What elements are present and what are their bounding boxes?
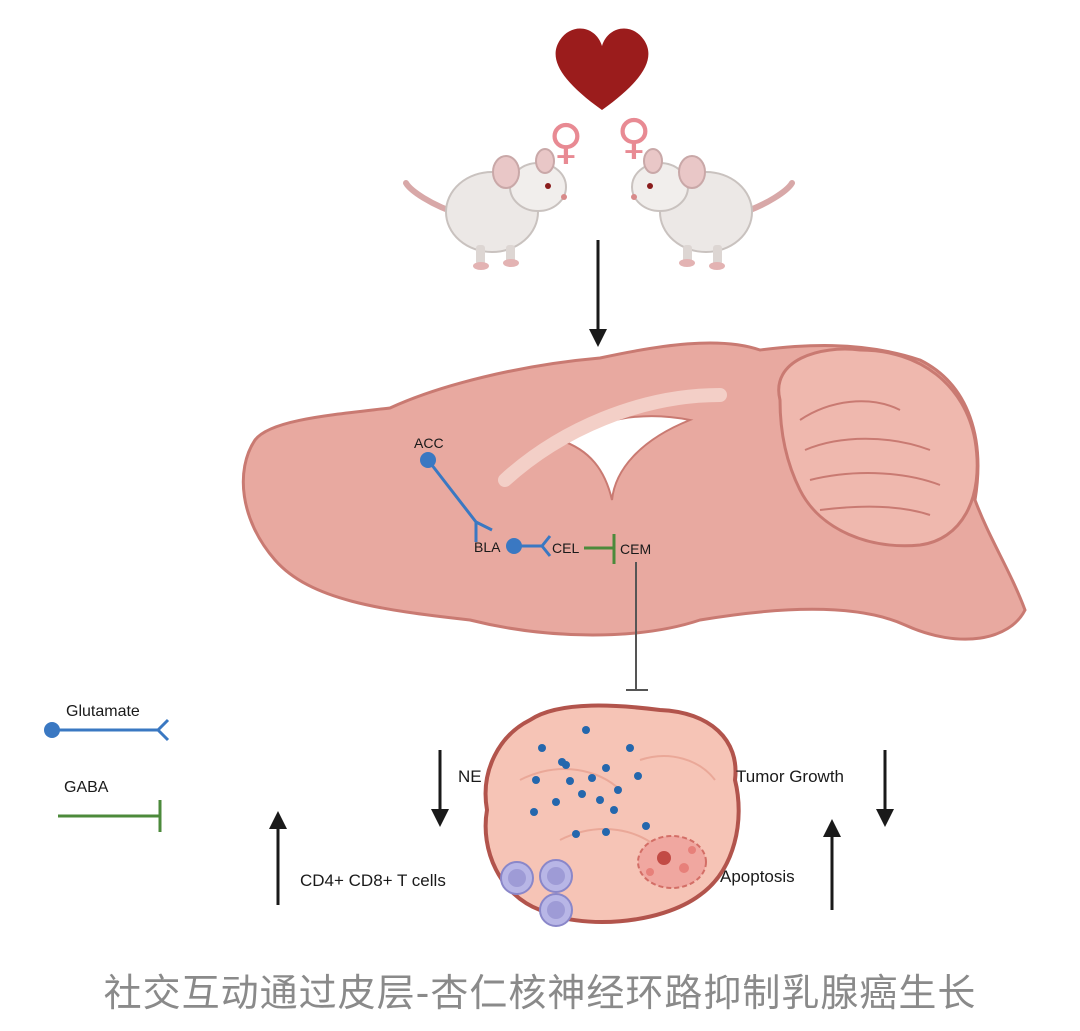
- mouse-icon-right: [631, 148, 795, 270]
- legend-glutamate-label: Glutamate: [66, 703, 140, 720]
- label-acc: ACC: [414, 435, 444, 451]
- heart-icon: [555, 28, 649, 110]
- tumor-dots: [530, 726, 650, 838]
- acc-node: [420, 452, 436, 468]
- glutamate-terminal-cel: [540, 535, 552, 557]
- legend-glutamate-terminal: [156, 718, 170, 742]
- apoptotic-cell-icon: [637, 835, 707, 889]
- t-cell-icon: [500, 859, 573, 927]
- label-ne: NE: [458, 767, 482, 786]
- mouse-icon-left: [403, 148, 567, 270]
- glutamate-pathway-acc-bla: [426, 459, 478, 523]
- legend: Glutamate GABA: [44, 703, 170, 832]
- label-tumor-growth: Tumor Growth: [736, 767, 844, 786]
- label-cem: CEM: [620, 541, 651, 557]
- label-bla: BLA: [474, 539, 501, 555]
- label-cel: CEL: [552, 540, 579, 556]
- legend-gaba-label: GABA: [64, 779, 109, 796]
- glutamate-terminal-bla: [474, 520, 493, 542]
- label-apoptosis: Apoptosis: [720, 867, 795, 886]
- brain-icon: [241, 341, 1027, 641]
- label-t-cells: CD4+ CD8+ T cells: [300, 871, 446, 890]
- figure-caption: 社交互动通过皮层-杏仁核神经环路抑制乳腺癌生长: [103, 971, 977, 1015]
